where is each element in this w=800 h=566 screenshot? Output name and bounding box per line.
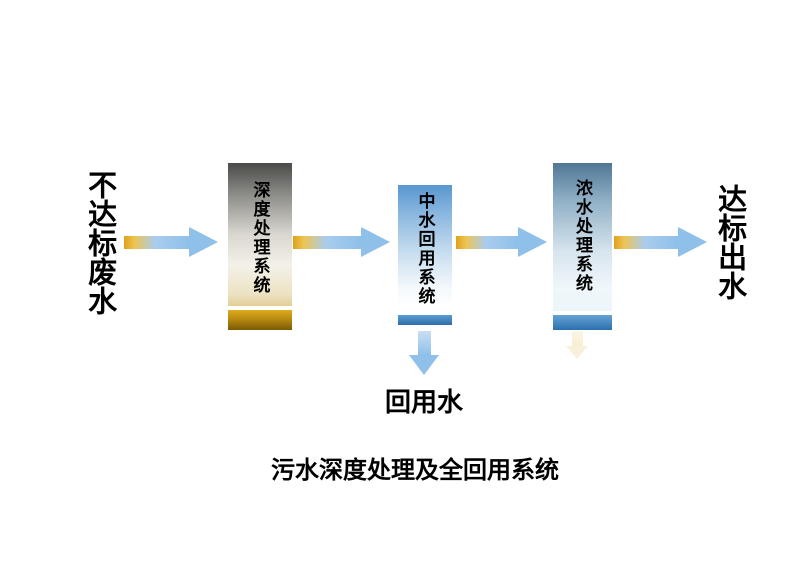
arrow-head [189, 227, 218, 257]
stage-bottom-band [228, 310, 292, 330]
faded-down-arrow-icon [566, 331, 588, 359]
stage-label: 浓水处理系统 [573, 179, 592, 293]
stage-bottom-band [398, 315, 452, 325]
arrow-shaft [571, 331, 583, 346]
stage-deep-treatment: 深度处理系统 [228, 163, 292, 330]
stage-label: 深度处理系统 [250, 181, 270, 295]
stage-water-reuse: 中水回用系统 [398, 185, 452, 325]
arrow-head [518, 227, 547, 257]
stage-gradient-body [398, 185, 452, 307]
arrow-shaft [293, 235, 361, 249]
reuse-water-label: 回用水 [385, 387, 464, 417]
right-arrow-icon-3 [456, 227, 547, 257]
stage-concentrate-treatment: 浓水处理系统 [553, 163, 612, 330]
arrow-shaft [456, 235, 518, 249]
right-arrow-icon-4 [614, 227, 707, 257]
arrow-shaft [417, 331, 431, 355]
down-arrow-icon [409, 331, 439, 375]
output-water-label: 达标出水 [713, 184, 746, 300]
arrow-head [566, 346, 588, 359]
right-arrow-icon-2 [293, 227, 390, 257]
stage-gradient-body [228, 163, 292, 306]
arrow-shaft [614, 235, 678, 249]
stage-label: 中水回用系统 [415, 192, 435, 306]
arrow-head [361, 227, 390, 257]
arrow-head [409, 355, 439, 375]
arrow-shaft [124, 235, 189, 249]
stage-gradient-body [553, 163, 612, 311]
arrow-head [678, 227, 707, 257]
stage-bottom-band [553, 315, 612, 330]
right-arrow-icon-1 [124, 227, 218, 257]
input-water-label: 不达标废水 [83, 170, 116, 315]
diagram-title: 污水深度处理及全回用系统 [271, 457, 559, 484]
